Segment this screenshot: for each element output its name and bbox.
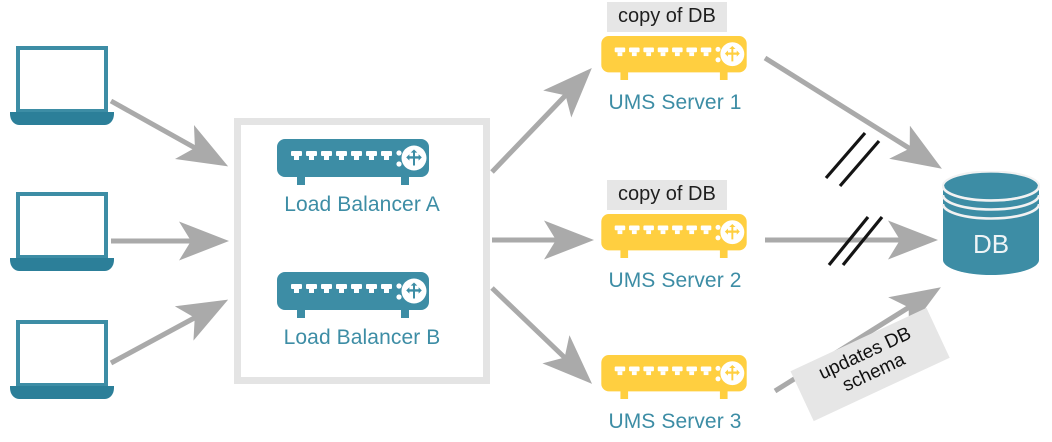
database-cylinder-icon[interactable]: DB (941, 170, 1041, 280)
connector-client1-to-lb (109, 98, 229, 167)
load-balancer-b-icon[interactable] (277, 272, 429, 318)
ums-server-1-icon[interactable] (601, 36, 747, 80)
laptop-icon (16, 46, 108, 113)
load-balancer-a-label: Load Balancer A (284, 193, 440, 216)
ums-server-2-label: UMS Server 2 (608, 269, 742, 292)
laptop-icon (16, 320, 108, 387)
load-balancer-b-label: Load Balancer B (283, 326, 441, 349)
copy-of-db-tag-server2: copy of DB (607, 180, 727, 210)
connector-lb-to-server1 (490, 67, 592, 174)
ums-server-2-icon[interactable] (601, 214, 747, 258)
database-label: DB (972, 229, 1010, 259)
break-marker-server1-to-db (824, 131, 881, 188)
laptop-base (10, 386, 114, 399)
break-marker-server2-to-db (827, 215, 884, 267)
updates-db-schema-annotation: updates DB schema (790, 307, 950, 421)
ums-server-3-icon[interactable] (601, 355, 747, 399)
connector-client3-to-lb (109, 299, 229, 366)
laptop-base (10, 258, 114, 271)
connector-lb-to-server3 (490, 286, 593, 384)
ums-server-3-label: UMS Server 3 (608, 410, 742, 433)
laptop-base (10, 112, 114, 125)
load-balancer-a-icon[interactable] (277, 139, 429, 185)
laptop-icon (16, 192, 108, 259)
ums-server-1-label: UMS Server 1 (608, 91, 742, 114)
connector-server1-to-db (763, 55, 942, 169)
copy-of-db-tag-server1: copy of DB (607, 2, 727, 32)
